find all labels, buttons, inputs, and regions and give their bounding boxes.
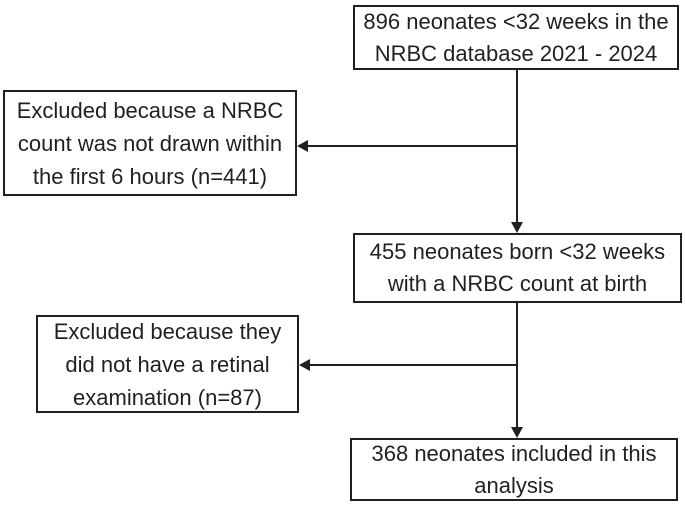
box-text-line: 368 neonates included in this	[371, 440, 657, 466]
flow-box-excluded-no-nrbc-count: Excluded because a NRBC count was not dr…	[3, 90, 297, 196]
connector-branch-to-excluded-retinal-line	[308, 364, 518, 366]
down-arrowhead-icon	[511, 222, 523, 233]
box-text-line: 455 neonates born <32 weeks	[369, 239, 666, 264]
box-text-line: the first 6 hours (n=441)	[32, 163, 268, 189]
box-text-line: examination (n=87)	[73, 384, 262, 410]
flow-box-excluded-no-retinal-exam: Excluded because they did not have a ret…	[36, 315, 299, 413]
connector-branch-to-excluded-nrbc-line	[306, 145, 517, 147]
left-arrowhead-icon	[299, 359, 310, 371]
left-arrowhead-icon	[297, 140, 308, 152]
box-text-line: NRBC database 2021 - 2024	[374, 40, 658, 66]
box-text-line: 896 neonates <32 weeks in the	[363, 8, 669, 34]
box-text-line: with a NRBC count at birth	[387, 271, 648, 296]
down-arrowhead-icon	[511, 427, 523, 438]
flow-box-included-analysis: 368 neonates included in this analysis	[350, 438, 678, 501]
box-text-line: Excluded because a NRBC	[16, 97, 284, 123]
connector-top-to-middle-line	[516, 70, 518, 223]
box-text-line: did not have a retinal	[65, 351, 270, 377]
box-text-line: Excluded because they	[53, 318, 282, 344]
box-text-line: count was not drawn within	[17, 130, 283, 156]
flow-box-database-total: 896 neonates <32 weeks in the NRBC datab…	[353, 5, 679, 70]
box-text-line: analysis	[474, 472, 554, 498]
flow-box-with-nrbc-count: 455 neonates born <32 weeks with a NRBC …	[353, 233, 682, 303]
